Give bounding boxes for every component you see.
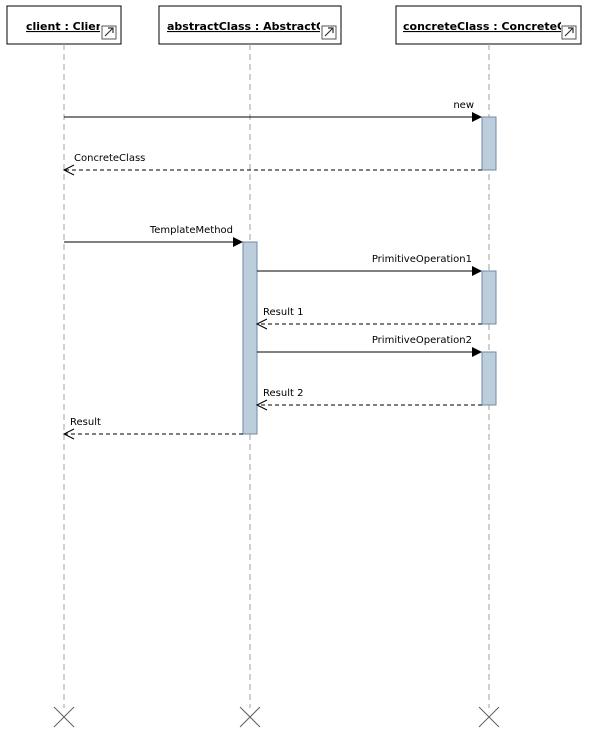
link-icon[interactable] (101, 25, 117, 40)
link-icon[interactable] (321, 25, 337, 40)
lifeline-client-label: client : Client (26, 20, 109, 33)
arrowhead-open (62, 428, 75, 440)
arrowhead-filled (472, 266, 482, 276)
message-primitive-operation-2[interactable]: PrimitiveOperation2 (257, 335, 482, 357)
arrowhead-filled (472, 112, 482, 122)
message-return-result-1[interactable]: Result 1 (255, 307, 482, 330)
message-return-concrete-class[interactable]: ConcreteClass (62, 153, 482, 176)
arrowhead-open (255, 399, 268, 411)
message-return-result[interactable]: Result (62, 417, 243, 440)
arrowhead-filled (233, 237, 243, 247)
lifeline-client-destroy (53, 706, 75, 728)
message-new[interactable]: new (64, 100, 482, 122)
message-label: Result 2 (263, 388, 303, 399)
lifeline-concrete-class[interactable]: concreteClass : ConcreteClass (395, 5, 590, 728)
arrowhead-open (62, 164, 75, 176)
lifeline-concrete-class-label: concreteClass : ConcreteClass (403, 20, 590, 33)
activation-abstract-template-method (242, 241, 258, 435)
message-label: Result (70, 417, 101, 428)
lifeline-abstract-class-header[interactable] (158, 5, 342, 45)
lifeline-concrete-class-destroy (478, 706, 500, 728)
lifeline-concrete-class-header[interactable] (395, 5, 582, 45)
message-primitive-operation-1[interactable]: PrimitiveOperation1 (257, 254, 482, 276)
activation-concrete-new (481, 116, 497, 171)
lifeline-abstract-class-destroy (239, 706, 261, 728)
arrowhead-open (255, 318, 268, 330)
message-label: PrimitiveOperation1 (372, 254, 472, 265)
message-return-result-2[interactable]: Result 2 (255, 388, 482, 411)
message-label: new (453, 100, 474, 111)
activation-concrete-primitive-operation-2 (481, 351, 497, 406)
lifeline-abstract-class-label: abstractClass : AbstractClass (167, 20, 349, 33)
activation-concrete-primitive-operation-1 (481, 270, 497, 325)
link-icon[interactable] (561, 25, 577, 40)
arrowhead-filled (472, 347, 482, 357)
message-label: Result 1 (263, 307, 303, 318)
lifeline-client[interactable]: client : Client (6, 5, 122, 728)
message-template-method[interactable]: TemplateMethod (64, 225, 243, 247)
message-label: ConcreteClass (74, 153, 145, 164)
message-label: PrimitiveOperation2 (372, 335, 472, 346)
message-label: TemplateMethod (149, 225, 233, 236)
